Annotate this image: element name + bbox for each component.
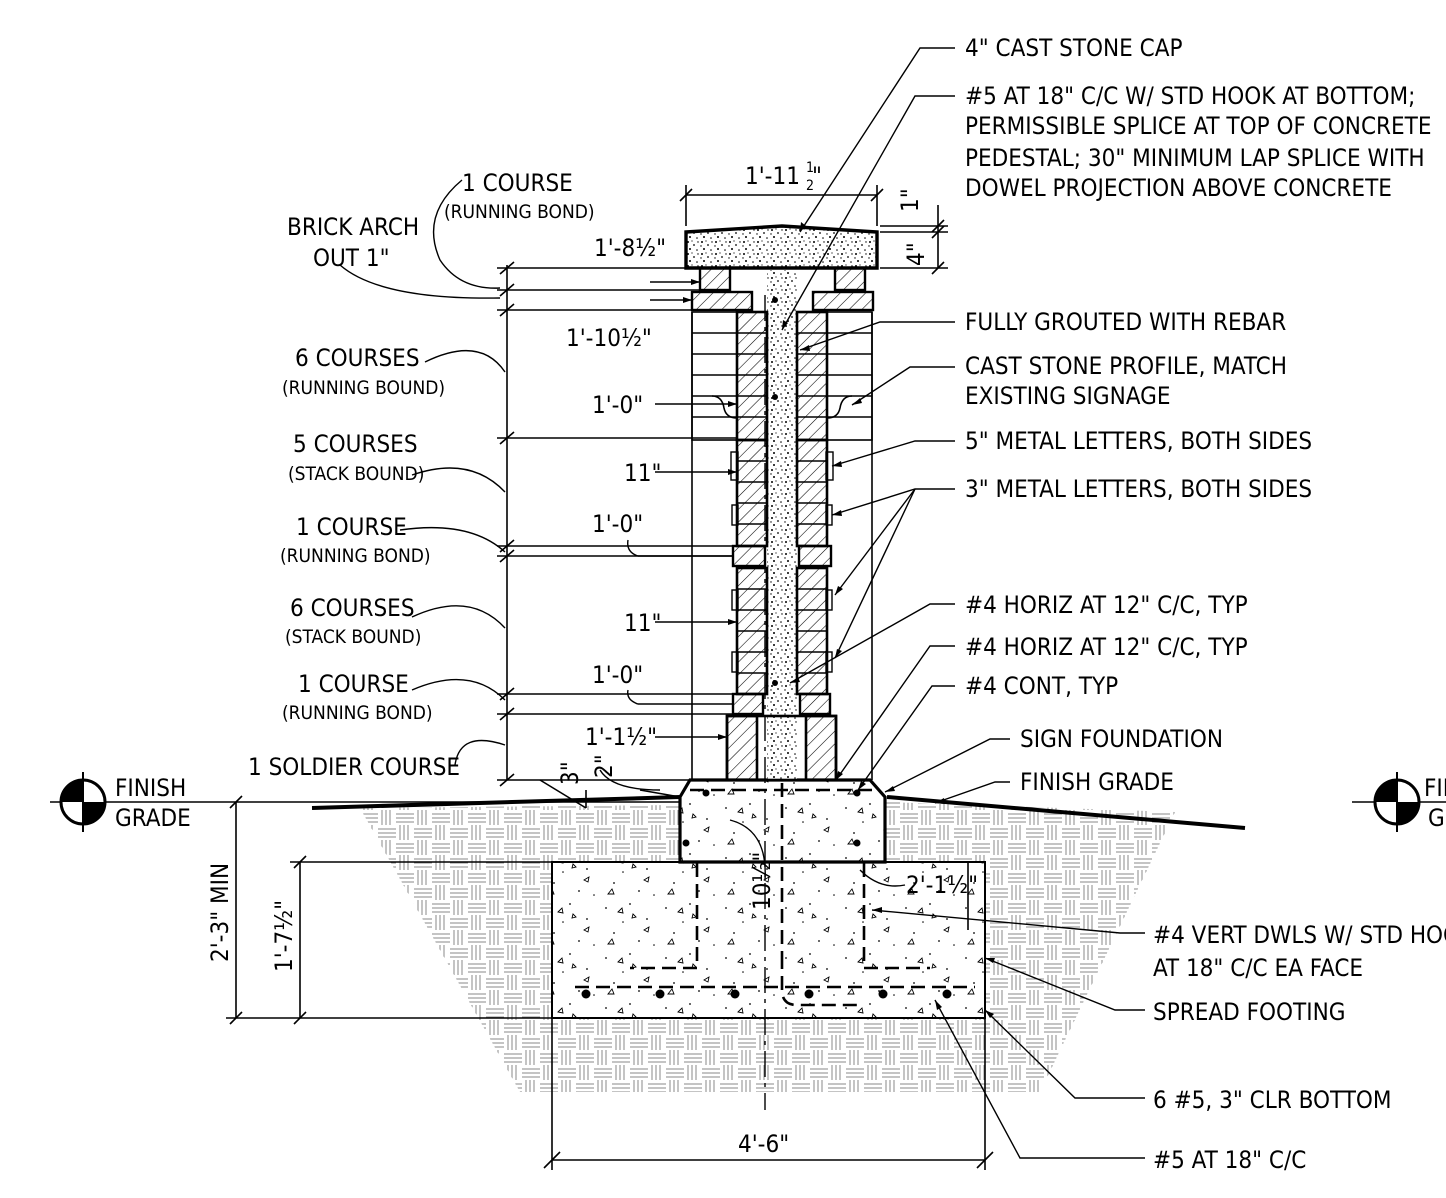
dim-width-11-a: 11": [624, 459, 661, 487]
callout-cast-stone-profile-2: EXISTING SIGNAGE: [965, 382, 1170, 410]
cast-stone-cap: [684, 224, 879, 270]
dim-3in: 3": [556, 761, 584, 785]
callout-cast-stone-cap: 4" CAST STONE CAP: [965, 34, 1183, 62]
dim-width-1-0-c: 1'-0": [592, 661, 643, 689]
dim-pedestal-height: 10½": [748, 852, 776, 910]
dim-cap-width-den: 2: [806, 178, 814, 194]
brick-column: [690, 266, 875, 782]
dimension-lines: [226, 185, 994, 1170]
callout-3in-letters: 3" METAL LETTERS, BOTH SIDES: [965, 475, 1312, 503]
callout-finish-grade: FINISH GRADE: [1020, 768, 1174, 796]
callout-fully-grouted: FULLY GROUTED WITH REBAR: [965, 308, 1286, 336]
label-six-courses-a-sub: (RUNNING BOUND): [282, 377, 445, 399]
callout-horiz-b: #4 HORIZ AT 12" C/C, TYP: [965, 633, 1248, 661]
dim-width-10half: 1'-10½": [566, 324, 652, 352]
dim-footing-height: 1'-7½": [270, 900, 298, 972]
callout-cont: #4 CONT, TYP: [965, 672, 1118, 700]
dim-cap-width: 1'-11: [745, 162, 800, 190]
callout-rebar-line-3: PEDESTAL; 30" MINIMUM LAP SPLICE WITH: [965, 144, 1425, 172]
bottom-bars: [581, 989, 952, 999]
dim-footing-width: 4'-6": [738, 1130, 789, 1158]
dimension-text: 1'-11 1 2 " 1'-8½" 1'-10½" 1'-0" 11" 1'-…: [206, 160, 978, 1158]
label-one-course-a: 1 COURSE: [296, 513, 407, 541]
left-callouts: 1 COURSE (RUNNING BOND) BRICK ARCH OUT 1…: [248, 169, 595, 781]
callout-5in-letters: 5" METAL LETTERS, BOTH SIDES: [965, 427, 1312, 455]
callout-rebar-line-1: #5 AT 18" C/C W/ STD HOOK AT BOTTOM;: [965, 82, 1415, 110]
spread-footing: [551, 800, 986, 1019]
label-brick-arch-1: BRICK ARCH: [287, 213, 419, 241]
dim-width-1-0-a: 1'-0": [592, 391, 643, 419]
label-six-courses-a: 6 COURSES: [295, 344, 420, 372]
grade-right-line1: FINISH: [1424, 774, 1446, 802]
callout-spread-footing: SPREAD FOOTING: [1153, 998, 1345, 1026]
finish-grade-marker-left: [59, 772, 107, 832]
dim-width-11-b: 11": [624, 609, 661, 637]
callout-sign-foundation: SIGN FOUNDATION: [1020, 725, 1223, 753]
right-callouts: 4" CAST STONE CAP #5 AT 18" C/C W/ STD H…: [965, 34, 1446, 1174]
dim-cap-4in: 4": [902, 242, 930, 266]
dim-cap-1in: 1": [896, 188, 924, 212]
grade-left-line2: GRADE: [115, 804, 191, 832]
label-one-course-b: 1 COURSE: [298, 670, 409, 698]
label-one-course-a-sub: (RUNNING BOND): [280, 545, 431, 567]
label-five-courses: 5 COURSES: [293, 430, 418, 458]
dim-2in: 2": [590, 754, 618, 778]
label-five-courses-sub: (STACK BOUND): [288, 463, 424, 485]
label-six-courses-b-sub: (STACK BOUND): [285, 626, 421, 648]
dim-width-1-1half: 1'-1½": [585, 723, 657, 751]
dim-footing-depth: 2'-3" MIN: [206, 863, 234, 962]
label-course-top-sub: (RUNNING BOND): [444, 201, 595, 223]
callout-rebar-line-2: PERMISSIBLE SPLICE AT TOP OF CONCRETE: [965, 112, 1432, 140]
dim-cap-width-num: 1: [806, 160, 814, 176]
dim-width-8half: 1'-8½": [594, 234, 666, 262]
callout-horiz-a: #4 HORIZ AT 12" C/C, TYP: [965, 591, 1248, 619]
grade-right-line2: GRADE: [1428, 804, 1446, 832]
finish-grade-marker-right: [1373, 772, 1421, 832]
callout-rebar-line-4: DOWEL PROJECTION ABOVE CONCRETE: [965, 174, 1392, 202]
callout-dowels-1: #4 VERT DWLS W/ STD HOOK: [1153, 921, 1446, 949]
dim-width-1-0-b: 1'-0": [592, 510, 643, 538]
dim-pedestal-width: 2'-1½": [906, 871, 978, 899]
callout-top-bars: #5 AT 18" C/C: [1153, 1146, 1306, 1174]
dim-cap-width-inch: ": [812, 162, 822, 190]
label-brick-arch-2: OUT 1": [313, 244, 390, 272]
label-one-course-b-sub: (RUNNING BOND): [282, 702, 433, 724]
callout-dowels-2: AT 18" C/C EA FACE: [1153, 954, 1363, 982]
grade-marker-text: FINISH GRADE FINISH GRADE: [115, 774, 1446, 832]
label-soldier-course: 1 SOLDIER COURSE: [248, 753, 460, 781]
grade-left-line1: FINISH: [115, 774, 186, 802]
callout-bottom-bars: 6 #5, 3" CLR BOTTOM: [1153, 1086, 1392, 1114]
soil-backfill: [360, 802, 1175, 1092]
label-course-top: 1 COURSE: [462, 169, 573, 197]
callout-leaders: [339, 47, 1145, 1159]
label-six-courses-b: 6 COURSES: [290, 594, 415, 622]
grade-lines: [50, 795, 1446, 830]
callout-cast-stone-profile-1: CAST STONE PROFILE, MATCH: [965, 352, 1287, 380]
